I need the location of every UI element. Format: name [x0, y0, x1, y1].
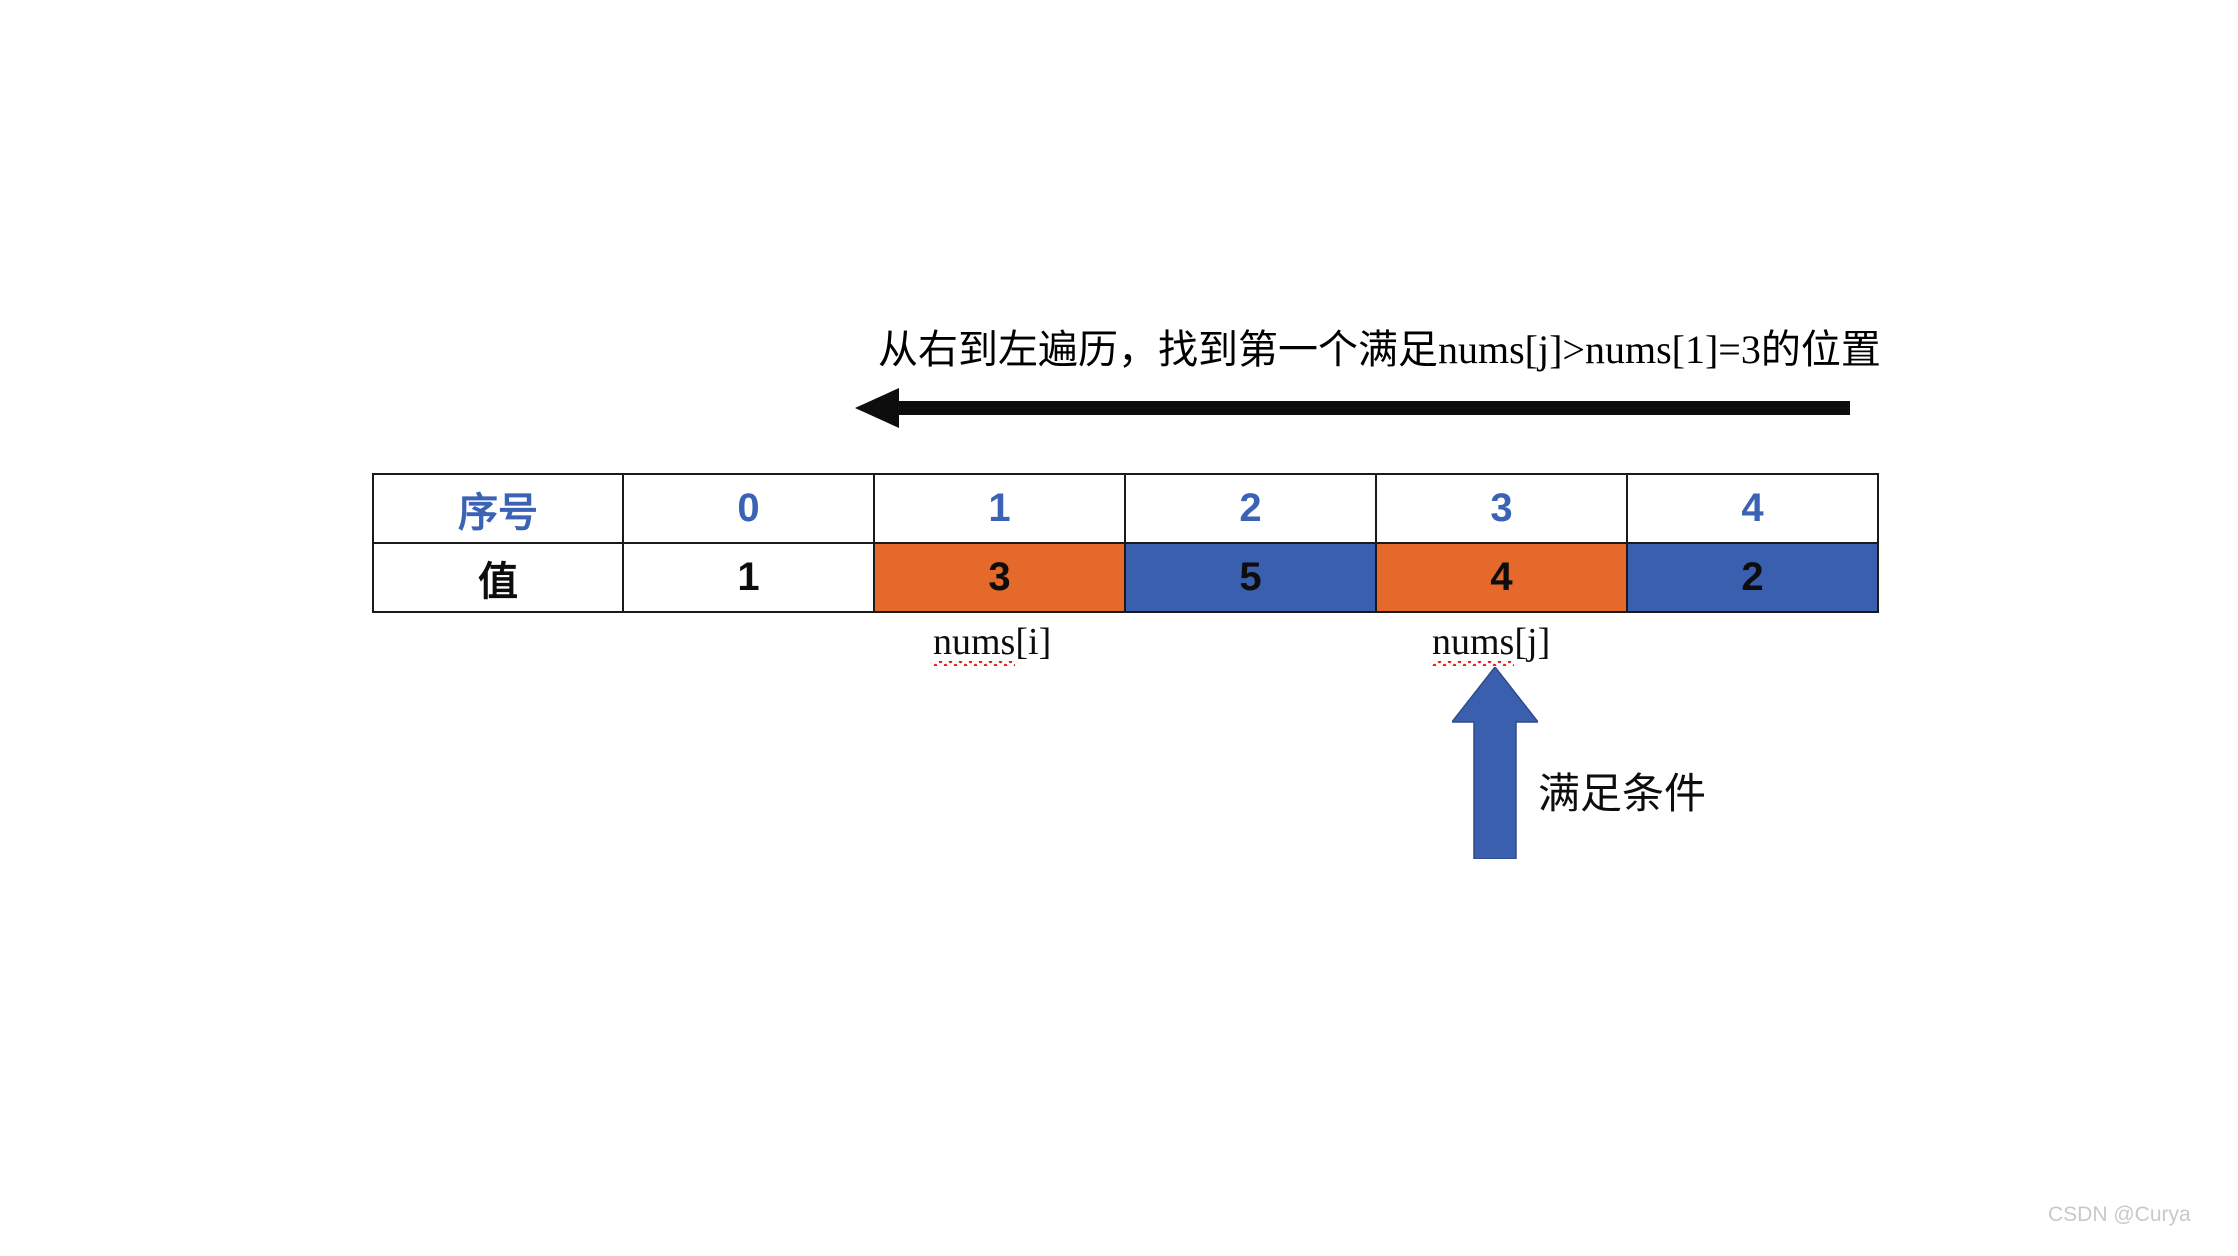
table-row-value: 值 1 3 5 4 2 — [372, 542, 1879, 613]
page-title: 从右到左遍历，找到第一个满足nums[j]>nums[1]=3的位置 — [878, 327, 1881, 372]
array-table: 序号 0 1 2 3 4 值 1 3 5 4 2 — [372, 473, 1879, 613]
watermark: CSDN @Curya — [2048, 1203, 2191, 1226]
index-cell-1: 1 — [873, 473, 1126, 544]
row-header-value: 值 — [372, 542, 624, 613]
row-header-index: 序号 — [372, 473, 624, 544]
pointer-label-nums-i-suffix: [i] — [1015, 621, 1052, 663]
value-cell-2: 5 — [1124, 542, 1377, 613]
value-cell-0: 1 — [622, 542, 875, 613]
index-cell-3: 3 — [1375, 473, 1628, 544]
table-row-index: 序号 0 1 2 3 4 — [372, 473, 1879, 544]
condition-note: 满足条件 — [1538, 772, 1707, 818]
traversal-arrow-left-icon — [855, 388, 1850, 428]
index-cell-4: 4 — [1626, 473, 1879, 544]
pointer-label-nums-i-word: nums — [933, 621, 1016, 666]
value-cell-3: 4 — [1375, 542, 1628, 613]
pointer-label-nums-j-word: nums — [1432, 621, 1515, 666]
value-cell-4: 2 — [1626, 542, 1879, 613]
pointer-label-nums-i: nums[i] — [933, 620, 1052, 666]
index-cell-2: 2 — [1124, 473, 1377, 544]
index-cell-0: 0 — [622, 473, 875, 544]
pointer-label-nums-j: nums[j] — [1432, 620, 1551, 666]
value-cell-1: 3 — [873, 542, 1126, 613]
condition-arrow-up-icon — [1452, 667, 1538, 859]
pointer-label-nums-j-suffix: [j] — [1514, 621, 1551, 663]
